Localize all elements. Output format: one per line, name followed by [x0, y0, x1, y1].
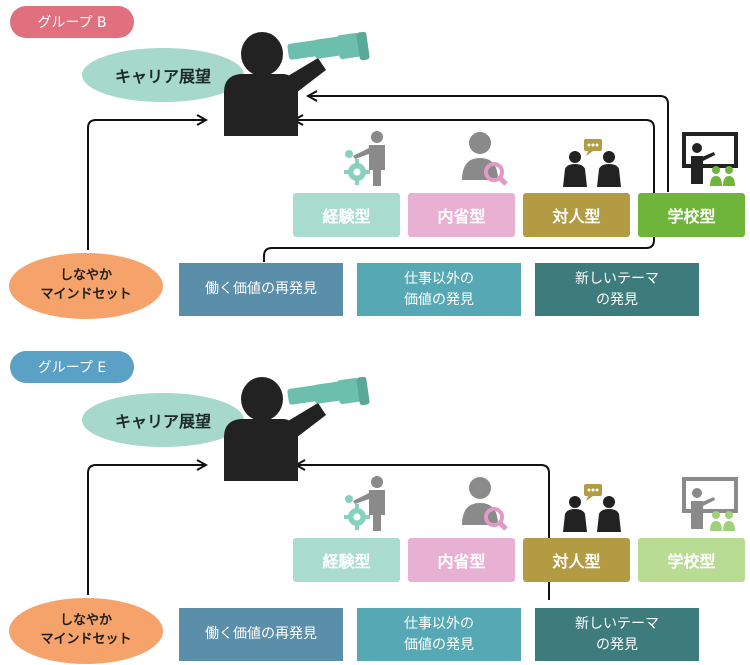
arrow-interpersonal-to-person [296, 465, 550, 600]
outcome-line-1: 働く価値の再発見 [205, 626, 317, 643]
outcome-work-value: 働く価値の再発見 [179, 263, 343, 316]
classroom-board-icon [682, 132, 738, 186]
group-label: グループ B [10, 6, 134, 38]
outcome-line-2: 価値の発見 [404, 291, 474, 308]
flex-line-1: しなやか [59, 268, 112, 284]
outcome-line-1: 仕事以外の [404, 616, 474, 633]
person-telescope-icon [224, 376, 370, 481]
type-experience: 経験型 [293, 193, 400, 237]
outcome-nonwork-value: 仕事以外の 価値の発見 [357, 263, 521, 316]
flow-arrows [87, 0, 669, 262]
arrow-school-to-person [308, 96, 669, 192]
type-school: 学校型 [638, 538, 745, 582]
type-interpersonal: 対人型 [523, 538, 630, 582]
outcome-line-1: 働く価値の再発見 [205, 281, 317, 298]
outcome-new-theme: 新しいテーマ の発見 [535, 608, 699, 661]
flex-line-1: しなやか [59, 613, 112, 629]
arrow-mindset-to-career [87, 120, 206, 250]
arrow-bottom-to-person [263, 120, 655, 262]
outcome-line-2: の発見 [596, 636, 638, 653]
type-interpersonal: 対人型 [523, 193, 630, 237]
conversation-icon [563, 139, 621, 187]
group-b-panel: グループ B キャリア展望 [0, 0, 750, 320]
type-experience: 経験型 [293, 538, 400, 582]
type-school: 学校型 [638, 193, 745, 237]
magnifier-person-icon [462, 132, 508, 186]
arrow-mindset-to-career [87, 465, 206, 595]
outcome-new-theme: 新しいテーマ の発見 [535, 263, 699, 316]
gear-presenter-icon [344, 476, 385, 531]
group-e-panel: グループ E キャリア展望 [0, 345, 750, 665]
magnifier-person-icon [462, 477, 508, 531]
outcome-line-2: の発見 [596, 291, 638, 308]
person-telescope-icon [224, 31, 370, 136]
type-reflection: 内省型 [408, 193, 515, 237]
conversation-icon [563, 484, 621, 532]
type-reflection: 内省型 [408, 538, 515, 582]
flow-arrows [87, 345, 550, 600]
outcome-line-1: 新しいテーマ [575, 616, 659, 633]
outcome-work-value: 働く価値の再発見 [179, 608, 343, 661]
group-label: グループ E [10, 351, 134, 383]
career-outlook-bubble: キャリア展望 [82, 48, 244, 102]
flex-line-2: マインドセット [40, 287, 132, 302]
classroom-board-icon [682, 477, 738, 531]
career-outlook-bubble: キャリア展望 [82, 393, 244, 447]
flex-line-2: マインドセット [40, 632, 132, 647]
outcome-nonwork-value: 仕事以外の 価値の発見 [357, 608, 521, 661]
outcome-line-1: 仕事以外の [404, 271, 474, 288]
flexible-mindset-bubble: しなやか マインドセット [9, 253, 163, 319]
outcome-line-2: 価値の発見 [404, 636, 474, 653]
gear-presenter-icon [344, 131, 385, 186]
outcome-line-1: 新しいテーマ [575, 271, 659, 288]
flexible-mindset-bubble: しなやか マインドセット [9, 598, 163, 664]
